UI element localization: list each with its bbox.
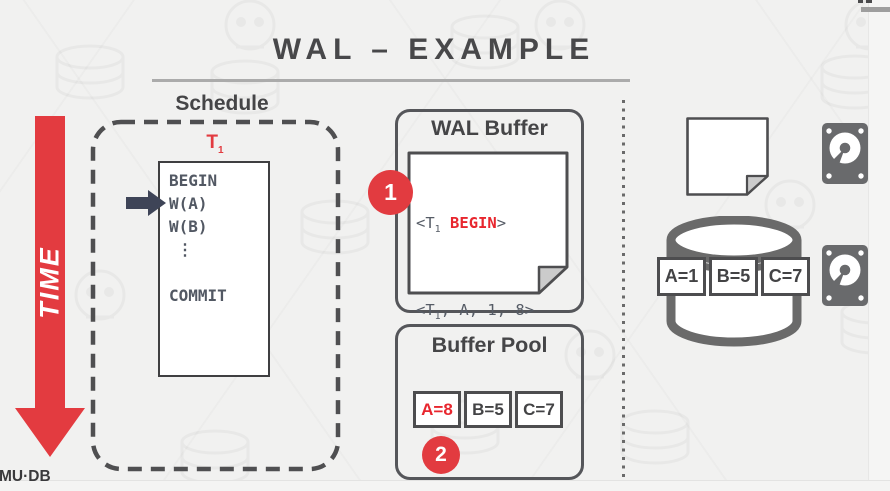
bottom-strip (0, 480, 890, 491)
slide-title: WAL – EXAMPLE (272, 33, 596, 66)
buffer-pool-cells: A=8 B=5 C=7 (413, 391, 563, 428)
hard-disk-icon (822, 123, 868, 184)
time-arrow-icon (15, 116, 85, 457)
slide-edge-bar (861, 7, 890, 12)
op-line: W(B) (169, 217, 208, 236)
disk-page-icon (686, 117, 769, 196)
disk-cell-b: B=5 (709, 257, 758, 296)
transaction-label: T1 (160, 132, 270, 156)
step-badge-1: 1 (368, 170, 413, 215)
log-entry-text: , A, 1, 8> (440, 301, 535, 320)
time-label: TIME (34, 246, 65, 319)
buffer-pool-heading: Buffer Pool (431, 333, 548, 357)
log-entry-keyword: BEGIN (440, 214, 497, 232)
separator-dotted-line (622, 100, 625, 478)
log-entry-text: <T (416, 301, 435, 320)
right-edge-band (868, 0, 890, 491)
disk-cell-c: C=7 (761, 257, 810, 296)
buffer-pool-cell-c: C=7 (515, 391, 563, 428)
log-entry-text: <T (416, 214, 435, 232)
wal-buffer-heading: WAL Buffer (431, 116, 548, 140)
disk-cell-a: A=1 (657, 257, 706, 296)
disk-cells: A=1 B=5 C=7 (657, 257, 810, 296)
log-page-icon (407, 151, 569, 295)
schedule-panel-border (90, 119, 341, 472)
log-entry-subscript: 1 (434, 224, 441, 236)
op-ellipsis: ⋮ (177, 240, 193, 259)
buffer-pool-cell-a: A=8 (413, 391, 461, 428)
schedule-heading: Schedule (175, 92, 269, 115)
transaction-card: BEGIN W(A) W(B) ⋮ COMMIT (158, 161, 270, 377)
log-entry-text: > (496, 214, 507, 232)
cmu-db-logo: MU·DB (0, 468, 51, 485)
transaction-subscript: 1 (218, 144, 224, 156)
log-entry-subscript: 1 (434, 311, 441, 323)
op-line: BEGIN (169, 171, 218, 190)
log-entry-line: <T1 BEGIN> (416, 210, 534, 243)
transaction-name: T (206, 132, 219, 153)
op-line: COMMIT (169, 286, 227, 305)
buffer-pool-cell-b: B=5 (464, 391, 512, 428)
title-underline (152, 79, 630, 82)
buffer-pool-panel (395, 324, 584, 480)
log-entries: <T1 BEGIN> <T1, A, 1, 8> (416, 156, 534, 384)
step-badge-2: 2 (422, 436, 460, 474)
current-op-pointer-icon (126, 190, 166, 216)
hard-disk-icon (822, 245, 868, 306)
log-entry-line: <T1, A, 1, 8> (416, 297, 534, 330)
op-line: W(A) (169, 194, 208, 213)
cropped-text-fragment (858, 0, 863, 3)
cropped-text-fragment (866, 0, 872, 3)
